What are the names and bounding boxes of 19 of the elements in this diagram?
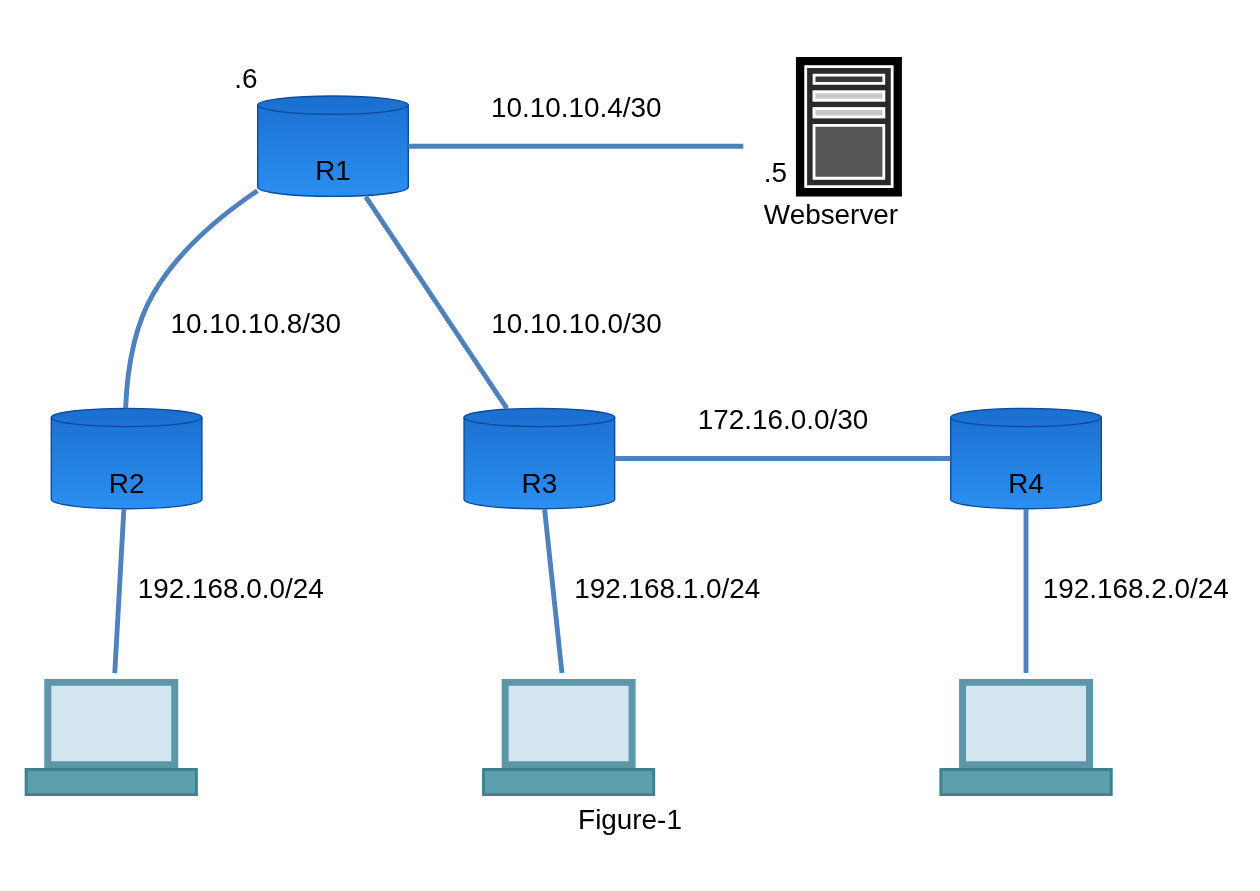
edge-label: 10.10.10.4/30	[490, 91, 662, 123]
connector	[363, 194, 509, 410]
edge-label: 192.168.0.0/24	[137, 572, 324, 604]
connector	[408, 143, 744, 149]
edge-label: 192.168.2.0/24	[1042, 572, 1229, 604]
caption: Figure-1	[578, 803, 682, 835]
node-label: .6	[234, 62, 258, 94]
connector	[542, 508, 565, 673]
edge-label: 10.10.10.8/30	[170, 307, 342, 339]
connector	[123, 188, 259, 408]
edge-label: 10.10.10.0/30	[491, 307, 662, 339]
connector	[112, 508, 127, 673]
node-box	[795, 56, 902, 196]
connector	[1023, 508, 1029, 673]
edge-label: 172.16.0.0/30	[697, 403, 869, 435]
connector	[614, 455, 951, 461]
node-label: Webserver	[763, 198, 899, 230]
edge-label: 192.168.1.0/24	[574, 572, 761, 604]
node-label: .5	[763, 156, 788, 188]
